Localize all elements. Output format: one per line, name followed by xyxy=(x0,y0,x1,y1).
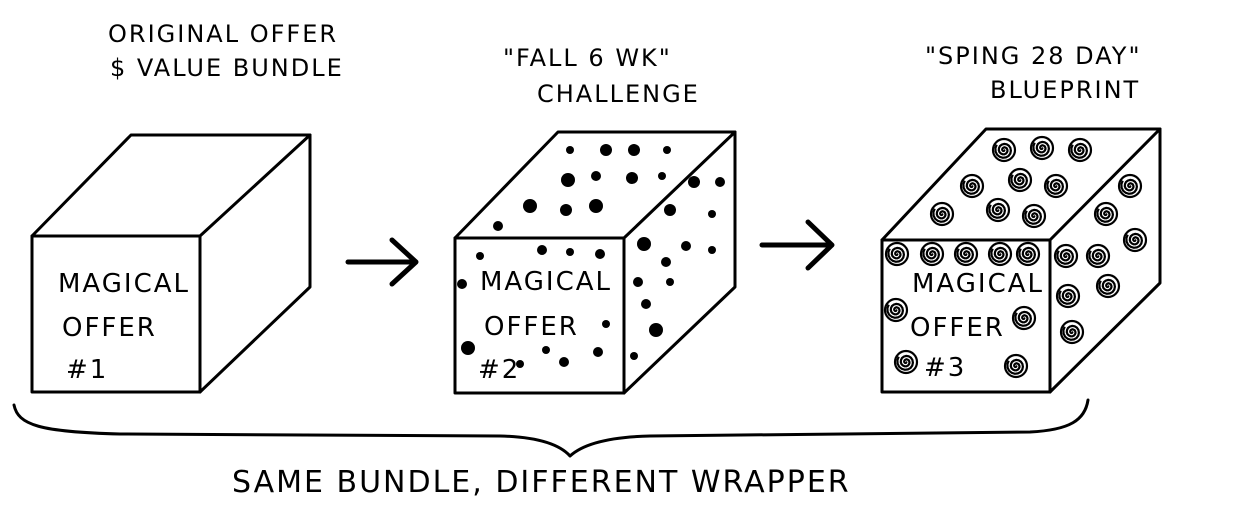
spiral-icon xyxy=(1055,283,1081,309)
box-3: "Sping 28 Day" Blueprint Magical Offer #… xyxy=(880,42,1162,394)
dot-mark xyxy=(641,299,651,309)
box-3-label-line-3: #3 xyxy=(924,353,966,383)
right-arrow-icon xyxy=(759,219,835,271)
dot-mark xyxy=(661,257,671,267)
dot-mark xyxy=(628,144,640,156)
box-3-label-line-2: Offer xyxy=(910,313,1005,343)
box-2-cube xyxy=(453,130,737,395)
dot-mark xyxy=(715,177,725,187)
box-2-header-line-1: "Fall 6 WK" xyxy=(503,44,672,72)
box-3-header-line-1: "Sping 28 Day" xyxy=(925,42,1141,70)
box-2: "Fall 6 WK" Challenge Magical Offer #2 xyxy=(453,44,737,395)
box-1-cube xyxy=(30,133,312,394)
spiral-icon xyxy=(987,241,1013,267)
dot-mark xyxy=(593,347,603,357)
dot-mark xyxy=(537,245,547,255)
box-2-label-line-1: Magical xyxy=(480,267,612,297)
dot-mark xyxy=(566,248,574,256)
dot-mark xyxy=(461,341,475,355)
box-2-dot-pattern xyxy=(457,144,725,368)
diagram-caption: Same Bundle, Different Wrapper xyxy=(232,465,851,500)
dot-mark xyxy=(649,323,663,337)
box-1: Original offer $ Value Bundle Magical Of… xyxy=(30,20,344,394)
spiral-icon xyxy=(919,241,945,267)
box-1-side-face xyxy=(198,133,312,394)
dot-mark xyxy=(666,278,674,286)
spiral-icon xyxy=(1067,137,1093,163)
dot-mark xyxy=(681,241,691,251)
box-2-side-face xyxy=(622,130,737,395)
dot-mark xyxy=(560,204,572,216)
dot-mark xyxy=(591,171,601,181)
dot-mark xyxy=(457,279,467,289)
box-3-side-face xyxy=(1048,127,1162,394)
dot-mark xyxy=(516,360,524,368)
box-3-spiral-pattern xyxy=(883,135,1148,379)
box-1-top-face xyxy=(30,133,312,238)
spiral-icon xyxy=(929,201,955,227)
dot-mark xyxy=(595,249,605,259)
dot-mark xyxy=(658,172,666,180)
box-1-label-line-3: #1 xyxy=(66,355,108,385)
spiral-icon xyxy=(1007,167,1033,193)
dot-mark xyxy=(708,210,716,218)
spiral-icon xyxy=(1011,305,1037,331)
spiral-icon xyxy=(893,349,919,375)
dot-mark xyxy=(600,144,612,156)
spiral-icon xyxy=(953,241,979,267)
box-2-header-line-2: Challenge xyxy=(537,80,700,108)
spiral-icon xyxy=(1117,173,1143,199)
box-3-label-line-1: Magical xyxy=(912,269,1044,299)
box-3-cube xyxy=(880,127,1162,394)
spiral-icon xyxy=(991,137,1017,163)
spiral-icon xyxy=(1085,243,1111,269)
spiral-icon xyxy=(985,197,1011,223)
dot-mark xyxy=(688,176,700,188)
dot-mark xyxy=(566,146,574,154)
dot-mark xyxy=(633,277,643,287)
dot-mark xyxy=(476,252,484,260)
spiral-icon xyxy=(1095,273,1121,299)
box-3-header-line-2: Blueprint xyxy=(990,76,1140,104)
dot-mark xyxy=(664,204,676,216)
spiral-icon xyxy=(1015,241,1041,267)
box-1-header-line-1: Original offer xyxy=(108,20,338,48)
spiral-icon xyxy=(1059,319,1085,345)
dot-mark xyxy=(523,199,537,213)
dot-mark xyxy=(602,320,610,328)
dot-mark xyxy=(637,237,651,251)
spiral-icon xyxy=(1003,353,1029,379)
dot-mark xyxy=(561,173,575,187)
box-1-header-line-2: $ Value Bundle xyxy=(110,54,344,82)
spiral-icon xyxy=(883,297,909,323)
dot-mark xyxy=(708,246,716,254)
dot-mark xyxy=(589,199,603,213)
dot-mark xyxy=(493,221,503,231)
dot-mark xyxy=(559,357,569,367)
spiral-icon xyxy=(1021,203,1047,229)
box-2-label-line-3: #2 xyxy=(478,355,520,385)
spiral-icon xyxy=(884,241,910,267)
curly-brace-icon xyxy=(12,398,1090,458)
dot-mark xyxy=(630,352,638,360)
box-2-label-line-2: Offer xyxy=(484,312,579,342)
spiral-icon xyxy=(1122,227,1148,253)
box-2-top-face xyxy=(453,130,737,240)
box-1-label-line-2: Offer xyxy=(62,313,157,343)
spiral-icon xyxy=(1053,243,1079,269)
spiral-icon xyxy=(1043,173,1069,199)
spiral-icon xyxy=(959,173,985,199)
dot-mark xyxy=(542,346,550,354)
spiral-icon xyxy=(1093,201,1119,227)
right-arrow-icon xyxy=(345,237,419,287)
box-3-top-face xyxy=(880,127,1162,242)
box-1-label-line-1: Magical xyxy=(58,269,190,299)
dot-mark xyxy=(663,146,671,154)
dot-mark xyxy=(626,172,638,184)
spiral-icon xyxy=(1029,135,1055,161)
